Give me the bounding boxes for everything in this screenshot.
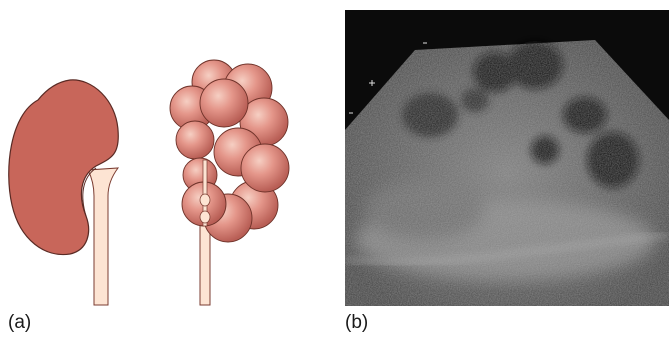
normal-kidney [9, 80, 119, 305]
panel-b-label: (b) [345, 312, 368, 334]
panel-a-label: (a) [8, 312, 31, 334]
ultrasound-image [345, 10, 669, 306]
kidney-illustration [0, 0, 335, 310]
polycystic-kidney [170, 60, 289, 305]
